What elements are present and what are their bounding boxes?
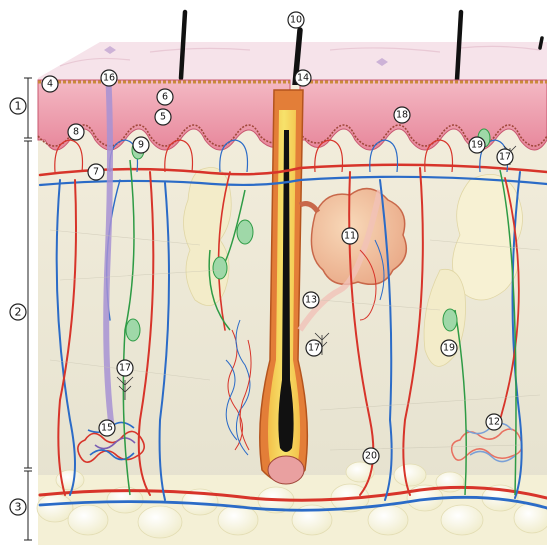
callout-number: 13 xyxy=(305,295,317,306)
callout-9: 9 xyxy=(133,137,149,153)
callout-11: 11 xyxy=(342,228,358,244)
callout-number: 8 xyxy=(73,127,79,138)
callout-number: 12 xyxy=(488,417,500,428)
callout-20: 20 xyxy=(363,448,379,464)
callout-number: 5 xyxy=(160,112,166,123)
layer-marker-text: 1 xyxy=(15,100,22,113)
callout-15: 15 xyxy=(99,420,115,436)
hair-shaft xyxy=(540,38,542,48)
callout-7: 7 xyxy=(88,164,104,180)
callout-number: 20 xyxy=(365,451,377,462)
callout-5: 5 xyxy=(155,109,171,125)
callout-number: 10 xyxy=(290,15,302,26)
callout-14: 14 xyxy=(295,70,311,86)
callout-4: 4 xyxy=(42,76,58,92)
layer-marker-text: 2 xyxy=(15,306,22,319)
callout-number: 7 xyxy=(93,167,99,178)
callout-17: 17 xyxy=(117,360,133,376)
callout-number: 14 xyxy=(297,73,309,84)
callout-number: 17 xyxy=(119,363,131,374)
layer-marker-text: 3 xyxy=(15,501,22,514)
callout-number: 6 xyxy=(162,92,168,103)
callout-19: 19 xyxy=(469,137,485,153)
callout-number: 17 xyxy=(308,343,320,354)
callout-number: 18 xyxy=(396,110,408,121)
layer-marker-3: 3 xyxy=(10,499,26,515)
callout-17: 17 xyxy=(497,149,513,165)
callout-number: 17 xyxy=(499,152,511,163)
layer-marker-2: 2 xyxy=(10,304,26,320)
sebaceous-gland xyxy=(311,189,406,285)
callout-number: 19 xyxy=(471,140,483,151)
callout-number: 11 xyxy=(344,231,356,242)
callout-number: 19 xyxy=(443,343,455,354)
callout-10: 10 xyxy=(288,12,304,28)
callout-13: 13 xyxy=(303,292,319,308)
callout-number: 4 xyxy=(47,79,53,90)
callout-18: 18 xyxy=(394,107,410,123)
layer-marker-1: 1 xyxy=(10,98,26,114)
callout-19: 19 xyxy=(441,340,457,356)
callout-17: 17 xyxy=(306,340,322,356)
callout-number: 9 xyxy=(138,140,144,151)
callout-12: 12 xyxy=(486,414,502,430)
callout-number: 16 xyxy=(103,73,115,84)
hair-bulb xyxy=(268,456,304,484)
callout-8: 8 xyxy=(68,124,84,140)
callout-6: 6 xyxy=(157,89,173,105)
callout-number: 15 xyxy=(101,423,113,434)
callout-16: 16 xyxy=(101,70,117,86)
